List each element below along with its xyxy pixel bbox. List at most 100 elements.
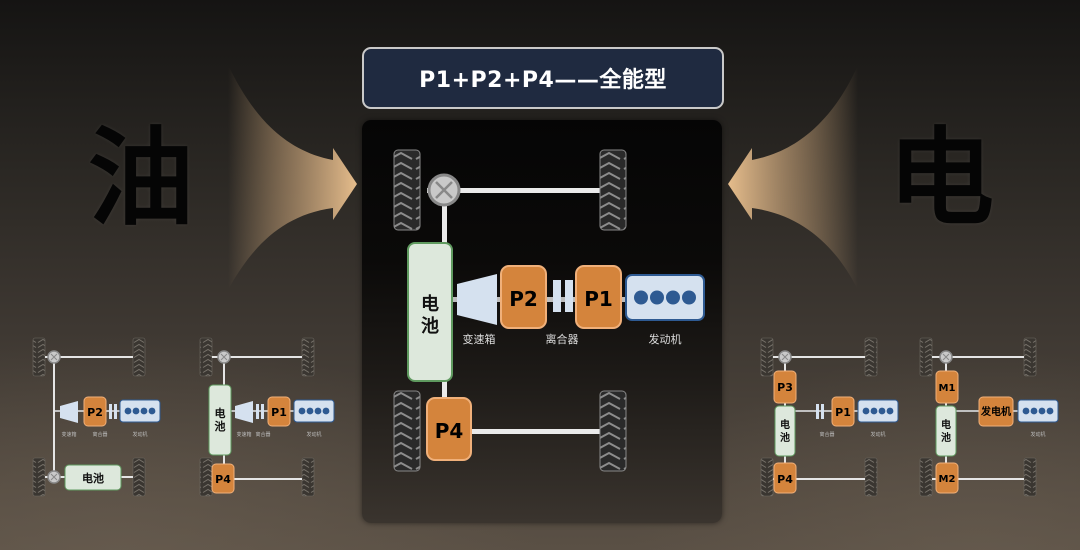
battery-box: [64, 464, 122, 491]
wheel: [1023, 337, 1037, 377]
engine-block: [1017, 399, 1059, 423]
wheel: [32, 457, 46, 497]
svg-text:离合器: 离合器: [255, 431, 270, 438]
mini-diagram-series: M1 电 池 发电机 发动机 M2: [919, 337, 1059, 497]
wheel: [199, 337, 213, 377]
differential-icon: [427, 173, 461, 207]
svg-text:电: 电: [780, 418, 790, 431]
battery-label: 电池: [82, 471, 104, 485]
clutch-plate: [821, 404, 824, 419]
svg-text:电: 电: [215, 406, 226, 420]
motor: [267, 396, 291, 427]
battery-box: [774, 405, 796, 457]
wheel-front-right: [599, 149, 627, 231]
arrow-left-to-center: [228, 65, 357, 290]
cylinder-icon: [634, 290, 648, 305]
motor-p4: [426, 397, 472, 461]
gearbox-icon: [235, 401, 253, 423]
clutch-plate: [261, 404, 264, 419]
battery-label-2: 池: [421, 315, 439, 337]
wheel: [760, 337, 774, 377]
differential-icon: [939, 350, 953, 364]
motor-p1-label: P1: [584, 287, 613, 311]
mini-diagram-p2: P2 变速箱 离合器 发动机 电池: [32, 337, 161, 497]
cylinder-icon: [650, 290, 664, 305]
clutch-plate: [816, 404, 819, 419]
clutch-plate-2: [565, 280, 573, 312]
battery-label-1: 电: [421, 293, 439, 315]
svg-text:发动机: 发动机: [870, 431, 885, 438]
oil-label: 油: [88, 117, 194, 240]
motor: [773, 370, 797, 404]
clutch-plate: [256, 404, 259, 419]
generator: [978, 396, 1014, 427]
wheel: [132, 457, 146, 497]
svg-text:发动机: 发动机: [1030, 431, 1045, 438]
electric-label: 电: [888, 117, 994, 240]
differential-icon: [47, 350, 61, 364]
clutch-plate: [114, 404, 117, 419]
motor: [211, 463, 235, 494]
arrow-right-to-center: [728, 65, 858, 290]
motor-label: P4: [777, 473, 793, 486]
motor-label: P1: [835, 406, 851, 419]
motor: [83, 396, 107, 427]
motor-label: P1: [271, 406, 287, 419]
svg-text:发动机: 发动机: [132, 431, 147, 438]
wheel: [760, 457, 774, 497]
svg-text:池: 池: [215, 419, 226, 433]
svg-text:离合器: 离合器: [819, 431, 834, 438]
wheel: [864, 337, 878, 377]
svg-text:变速箱: 变速箱: [61, 431, 76, 438]
cylinder-icon: [682, 290, 696, 305]
motor-p2: [500, 265, 547, 329]
motor: [831, 396, 855, 427]
motor-label: M2: [939, 474, 956, 485]
motor: [935, 370, 959, 404]
clutch-plate-1: [553, 280, 561, 312]
engine-block: [293, 399, 335, 423]
motor-label: P2: [87, 406, 103, 419]
svg-text:电: 电: [941, 418, 951, 431]
generator-label: 发电机: [980, 405, 1011, 418]
motor-label: M1: [939, 383, 956, 394]
wheel: [1023, 457, 1037, 497]
wheel-rear-right: [599, 390, 627, 472]
gearbox-label: 变速箱: [463, 332, 496, 346]
engine-block: [857, 399, 899, 423]
mini-diagram-p1-p4: 电 池 P1 变速箱 离合器 发动机 P4: [199, 337, 335, 497]
engine-block: [625, 274, 705, 321]
main-powertrain-diagram: 电 池 变速箱 P2 离合器 P1 发动机 P4: [393, 149, 705, 472]
battery-box: [407, 242, 453, 382]
motor-p1: [575, 265, 622, 329]
wheel-rear-left: [393, 390, 421, 472]
front-axle: [427, 188, 607, 193]
differential-icon: [778, 350, 792, 364]
wheel: [199, 457, 213, 497]
svg-text:离合器: 离合器: [92, 431, 107, 438]
engine-block: [119, 399, 161, 423]
wheel: [919, 457, 933, 497]
motor-p4-label: P4: [435, 419, 464, 443]
svg-text:池: 池: [941, 431, 951, 444]
drive-shaft-rear: [442, 375, 447, 405]
wheel: [919, 337, 933, 377]
motor: [935, 462, 959, 494]
motor-p2-label: P2: [509, 287, 538, 311]
gearbox-icon: [60, 401, 78, 423]
svg-text:发动机: 发动机: [306, 431, 321, 438]
differential-icon: [47, 470, 61, 484]
clutch-plate: [109, 404, 112, 419]
battery-box: [208, 384, 232, 456]
svg-text:变速箱: 变速箱: [236, 431, 251, 438]
wheel: [864, 457, 878, 497]
rear-axle: [427, 429, 607, 434]
motor-label: P3: [777, 381, 793, 394]
cylinder-icon: [666, 290, 680, 305]
motor: [773, 462, 797, 494]
wheel-front-left: [393, 149, 421, 231]
battery-box: [935, 405, 957, 457]
drive-shaft-front: [442, 190, 447, 250]
wheel: [132, 337, 146, 377]
